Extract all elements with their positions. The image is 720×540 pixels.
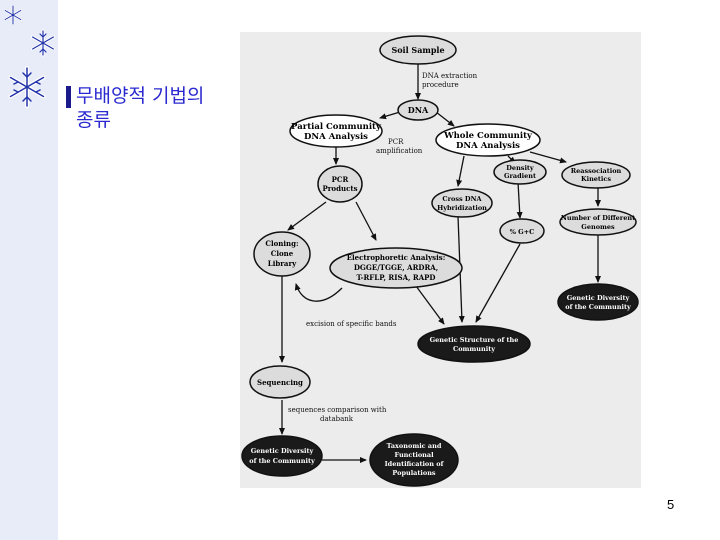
label-pcr-amp-1: PCR (388, 138, 404, 146)
label-cross-1: Cross DNA (442, 195, 482, 203)
label-dna-extraction-1: DNA extraction (422, 72, 478, 80)
label-pcr-amp-2: amplification (376, 147, 423, 155)
label-gendiv-right-2: of the Community (565, 303, 631, 311)
label-cloning-2: Clone (271, 249, 294, 258)
label-pcr-products-1: PCR (332, 175, 349, 184)
node-electrophoretic: Electrophoretic Analysis: DGGE/TGGE, ARD… (329, 247, 463, 289)
label-gendiv-left-1: Genetic Diversity (251, 447, 314, 455)
arrow-whole-to-cross (456, 155, 465, 187)
label-cloning-3: Library (268, 259, 297, 268)
label-partial-1: Partial Community (291, 122, 382, 132)
label-pcr-products-2: Products (322, 184, 357, 193)
node-density-gradient: Density Gradient (493, 159, 547, 185)
label-reassoc-1: Reassociation (571, 167, 622, 175)
node-gc: % G+C (499, 218, 545, 244)
label-cross-2: Hybridization (437, 204, 487, 212)
arrow-dna-to-whole (435, 111, 455, 127)
label-soil-sample: Soil Sample (391, 45, 444, 55)
label-electro-2: DGGE/TGGE, ARDRA, (354, 263, 438, 272)
arrow-density-to-gc (516, 181, 523, 219)
node-whole-community: Whole Community DNA Analysis (435, 123, 541, 157)
flow-diagram: Soil Sample DNA Partial Community DNA An… (241, 35, 639, 487)
arrow-dna-to-partial (379, 111, 401, 120)
snowflake-icon (4, 4, 22, 26)
title-line-2: 종류 (76, 109, 111, 131)
page-number: 5 (667, 497, 675, 512)
arrows (279, 64, 601, 463)
label-cloning-1: Cloning: (265, 239, 298, 248)
label-sequencing: Sequencing (257, 378, 303, 387)
arrow-electro-to-struct (415, 285, 445, 325)
label-taxo-3: Identification of (385, 460, 445, 468)
label-electro-1: Electrophoretic Analysis: (347, 253, 446, 262)
label-seq-comp-2: databank (320, 415, 354, 423)
node-pcr-products: PCR Products (317, 165, 363, 203)
label-gc: % G+C (510, 228, 535, 236)
label-dna-extraction-2: procedure (422, 81, 459, 89)
snowflake-icon (31, 29, 55, 57)
arrow-pcr-to-electro (355, 201, 377, 241)
label-genstruct-1: Genetic Structure of the (430, 336, 519, 344)
diagram-figure: Soil Sample DNA Partial Community DNA An… (240, 32, 641, 488)
label-taxo-1: Taxonomic and (387, 442, 442, 450)
label-whole-2: DNA Analysis (456, 141, 520, 151)
node-reassociation-kinetics: Reassociation Kinetics (561, 161, 631, 189)
node-genetic-diversity-right: Genetic Diversity of the Community (557, 283, 639, 321)
node-genetic-diversity-left: Genetic Diversity of the Community (241, 435, 323, 477)
label-number-1: Number of Different (561, 214, 635, 222)
edge-labels: DNA extraction procedure PCR amplificati… (288, 72, 478, 423)
label-whole-1: Whole Community (443, 131, 533, 141)
label-number-2: Genomes (581, 223, 615, 231)
label-gendiv-left-2: of the Community (249, 457, 315, 465)
label-seq-comp-1: sequences comparison with (288, 406, 387, 414)
snowflake-icon (8, 66, 46, 108)
label-taxo-4: Populations (392, 469, 436, 477)
label-reassoc-2: Kinetics (581, 175, 611, 183)
node-sequencing: Sequencing (249, 365, 311, 399)
label-taxo-2: Functional (394, 451, 434, 459)
arrow-gc-to-struct (475, 243, 521, 323)
label-density-1: Density (506, 164, 534, 172)
node-partial-community: Partial Community DNA Analysis (289, 114, 383, 148)
arrow-excision-loop (294, 283, 343, 302)
label-dna: DNA (408, 105, 429, 115)
title-accent-bar (66, 86, 71, 108)
label-electro-3: T-RFLP, RISA, RAPD (357, 273, 436, 282)
label-density-2: Gradient (504, 172, 536, 180)
node-dna: DNA (397, 99, 439, 121)
label-partial-2: DNA Analysis (304, 132, 368, 142)
node-cloning: Cloning: Clone Library (253, 231, 311, 277)
arrow-pcr-to-cloning (287, 201, 327, 231)
arrow-whole-to-reassoc (529, 151, 567, 164)
node-taxonomic: Taxonomic and Functional Identification … (369, 433, 459, 487)
node-genetic-structure: Genetic Structure of the Community (417, 325, 531, 363)
label-excision: excision of specific bands (306, 320, 397, 328)
node-number-genomes: Number of Different Genomes (559, 208, 637, 236)
label-genstruct-2: Community (453, 345, 495, 353)
slide-title: 무배양적 기법의 종류 (76, 84, 204, 132)
node-cross-dna: Cross DNA Hybridization (431, 188, 493, 218)
node-soil-sample: Soil Sample (379, 35, 457, 65)
title-line-1: 무배양적 기법의 (76, 85, 205, 107)
label-gendiv-right-1: Genetic Diversity (567, 294, 630, 302)
sidebar-strip (0, 0, 58, 540)
